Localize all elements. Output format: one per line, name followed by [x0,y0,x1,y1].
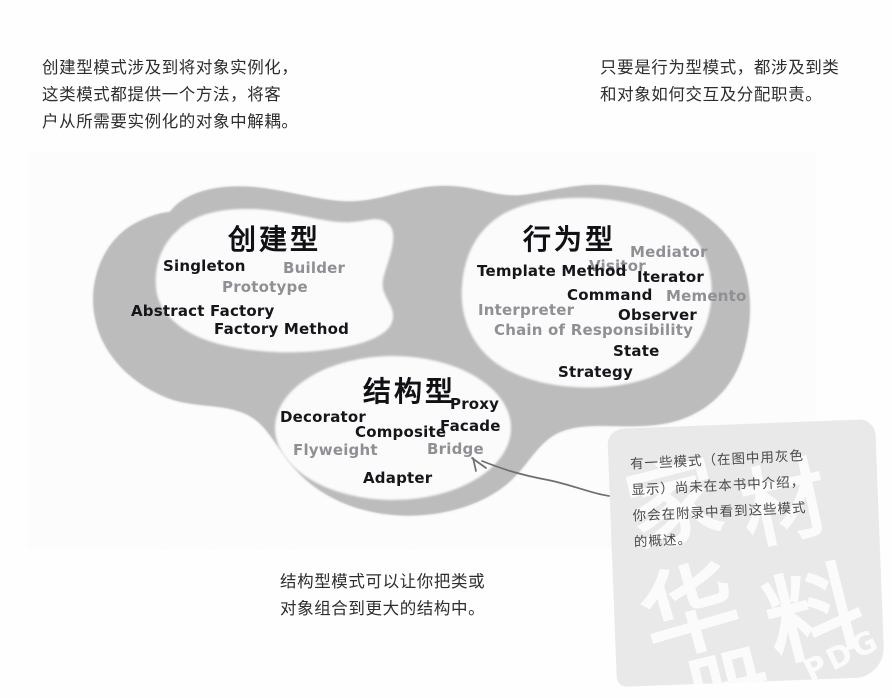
group-title-creational: 创建型 [228,223,322,256]
pattern-label-proxy: Proxy [450,395,500,413]
pattern-label-state: State [613,342,660,360]
pattern-label-adapter: Adapter [363,469,433,487]
structural-blob [275,356,511,500]
caption-structural: 结构型模式可以让你把类或 对象组合到更大的结构中。 [280,572,486,618]
annotation-note-text: 有一些模式（在图中用灰色 显示）尚未在本书中介绍， 你会在附录中看到这些模式 的… [629,448,807,551]
group-title-structural: 结构型 [363,375,457,408]
pattern-label-memento: Memento [666,287,747,305]
note-arrow-head [471,457,487,472]
pattern-label-visitor: Visitor [589,257,646,275]
watermark-glyph-4: 料 [753,549,875,682]
pattern-label-strategy: Strategy [558,363,633,381]
pattern-label-mediator: Mediator [630,243,708,261]
watermark-glyph-5: 册 [669,612,783,687]
caption-behavioral: 只要是行为型模式，都涉及到类 和对象如何交互及分配职责。 [600,58,840,104]
creational-blob [155,208,394,353]
pattern-label-interpreter: Interpreter [478,301,575,319]
annotation-note: 家 材 华 料 册 PDG 有一些模式（在图中用灰色 显示）尚未在本书中介绍， … [607,418,885,688]
pattern-label-chain-of-responsibility: Chain of Responsibility [494,321,694,339]
pattern-label-abstract-factory: Abstract Factory [131,302,275,320]
pattern-label-composite: Composite [355,423,447,441]
note-arrow-line [481,460,626,498]
pattern-label-flyweight: Flyweight [293,441,378,459]
pattern-label-decorator: Decorator [280,408,367,426]
pattern-label-singleton: Singleton [163,257,246,275]
pattern-label-bridge: Bridge [427,440,484,458]
pattern-label-facade: Facade [440,417,501,435]
pattern-label-builder: Builder [283,259,346,277]
group-title-behavioral: 行为型 [523,223,617,256]
pattern-label-iterator: Iterator [637,268,704,286]
pattern-label-command: Command [567,286,653,304]
note-arrow [471,457,626,498]
pattern-label-prototype: Prototype [222,278,308,296]
pattern-label-template-method: Template Method [477,262,627,280]
caption-creational: 创建型模式涉及到将对象实例化， 这类模式都提供一个方法，将客 户从所需要实例化的… [42,58,299,131]
behavioral-blob [461,197,712,388]
pattern-label-factory-method: Factory Method [214,320,350,338]
pattern-label-observer: Observer [618,306,697,324]
